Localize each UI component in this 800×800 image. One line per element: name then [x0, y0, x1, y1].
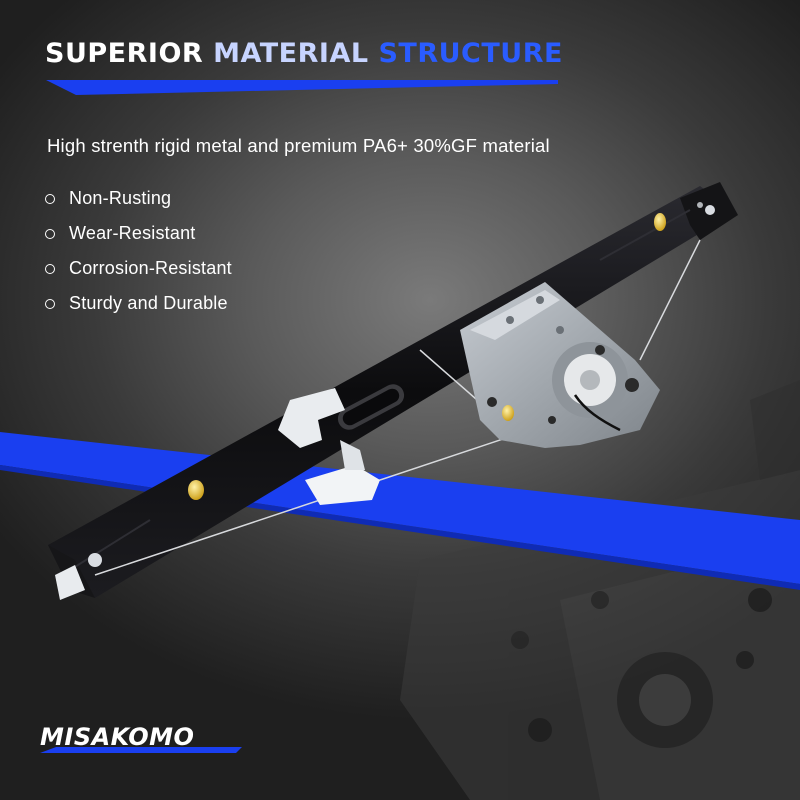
bullet-circle-icon — [45, 298, 55, 309]
headline-word-3: STRUCTURE — [378, 38, 563, 69]
feature-item: Wear-Resistant — [45, 216, 232, 251]
headline: SUPERIOR MATERIAL STRUCTURE — [45, 38, 563, 69]
feature-item: Sturdy and Durable — [45, 286, 232, 321]
plastic-slider — [55, 388, 380, 600]
headline-word-2: MATERIAL — [213, 38, 369, 69]
feature-label: Sturdy and Durable — [69, 293, 228, 313]
feature-label: Wear-Resistant — [69, 223, 196, 243]
bullet-circle-icon — [45, 228, 55, 239]
brand-name: MISAKOMO — [40, 723, 194, 751]
regulator-rail — [48, 182, 738, 598]
feature-item: Non-Rusting — [45, 181, 232, 216]
material-description: High strenth rigid metal and premium PA6… — [47, 135, 550, 156]
bullet-circle-icon — [45, 193, 55, 204]
headline-word-1: SUPERIOR — [45, 38, 204, 69]
feature-label: Corrosion-Resistant — [69, 258, 232, 278]
yellow-pin — [188, 213, 666, 500]
background-parts-silhouette — [400, 380, 800, 800]
feature-list: Non-Rusting Wear-Resistant Corrosion-Res… — [45, 181, 232, 321]
feature-item: Corrosion-Resistant — [45, 251, 232, 286]
feature-label: Non-Rusting — [69, 188, 172, 208]
headline-underline — [46, 80, 558, 95]
brand-logo: MISAKOMO — [40, 723, 242, 753]
bullet-circle-icon — [45, 263, 55, 274]
